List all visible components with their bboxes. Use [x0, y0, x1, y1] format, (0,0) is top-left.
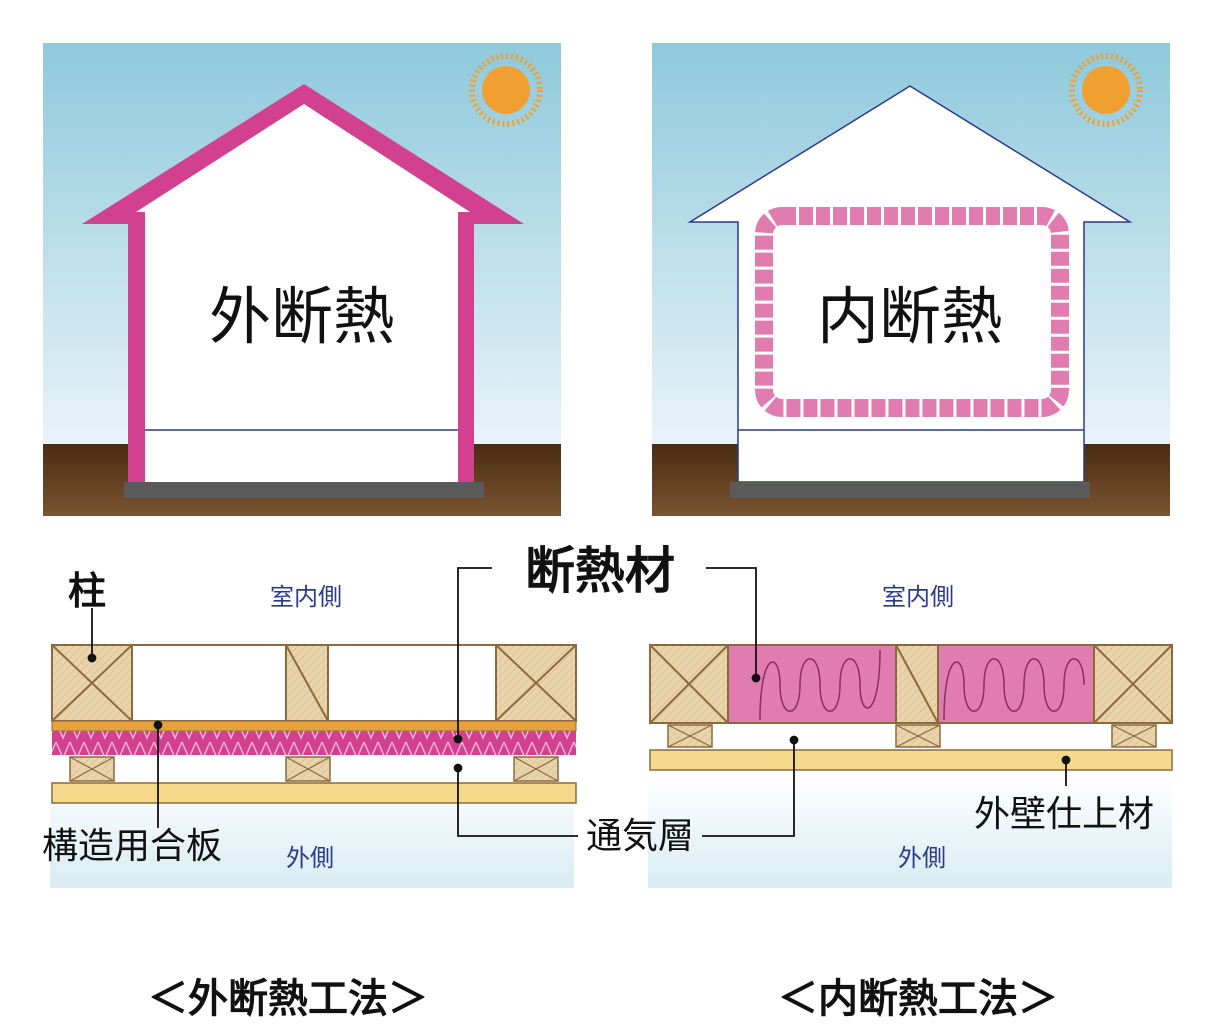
pillar-right [495, 644, 577, 722]
foundation [730, 482, 1090, 498]
cavity-insulation-left [728, 646, 896, 722]
exterior-finish-board [51, 782, 577, 804]
air-layer-callout-line-left [457, 770, 578, 837]
pillar-right [1093, 644, 1173, 724]
inside-label-left: 室内側 [270, 583, 342, 611]
left-house-panel: 外断熱 [43, 43, 561, 516]
foundation [124, 482, 484, 498]
insulation-wave [943, 658, 1085, 721]
plywood-label: 構造用合板 [42, 826, 222, 867]
air-layer-label: 通気層 [586, 816, 694, 857]
right-house-panel: 内断熱 [652, 43, 1170, 516]
pillar-label: 柱 [68, 569, 106, 613]
interior-insulation-ring [755, 207, 1069, 417]
method-title-inner: ＜内断熱工法＞ [778, 976, 1058, 1022]
air-layer-callout-line-right [702, 742, 795, 837]
outside-label-left: 外側 [286, 844, 334, 872]
inside-label-right: 室内側 [882, 583, 954, 611]
sun-icon [1069, 53, 1143, 127]
exterior-insulation-layer [52, 731, 576, 755]
callout-lines [87, 567, 1071, 837]
insulation-wave [759, 649, 881, 721]
right-wall-section: 室内側 外側 [648, 583, 1173, 888]
insulation-callout-line-left [457, 567, 492, 737]
exterior-finish-label: 外壁仕上材 [974, 794, 1154, 835]
furring-strips [69, 756, 559, 782]
stud-middle [895, 644, 939, 724]
left-house-interior [136, 104, 470, 482]
method-title-outer: ＜外断熱工法＞ [148, 976, 428, 1022]
stud-middle [285, 644, 329, 722]
left-wall-section: 室内側 外側 [50, 583, 577, 888]
pillar-left [649, 644, 729, 724]
structural-plywood [51, 720, 577, 732]
insulation-label: 断熱材 [525, 542, 675, 600]
exterior-finish-board [649, 749, 1173, 771]
house-label-inner: 内断熱 [817, 280, 1003, 353]
furring-strips [667, 724, 1157, 748]
outside-label-right: 外側 [898, 844, 946, 872]
insulation-callout-line-right [706, 567, 757, 676]
house-label-outer: 外断熱 [209, 280, 395, 353]
sun-icon [469, 53, 543, 127]
